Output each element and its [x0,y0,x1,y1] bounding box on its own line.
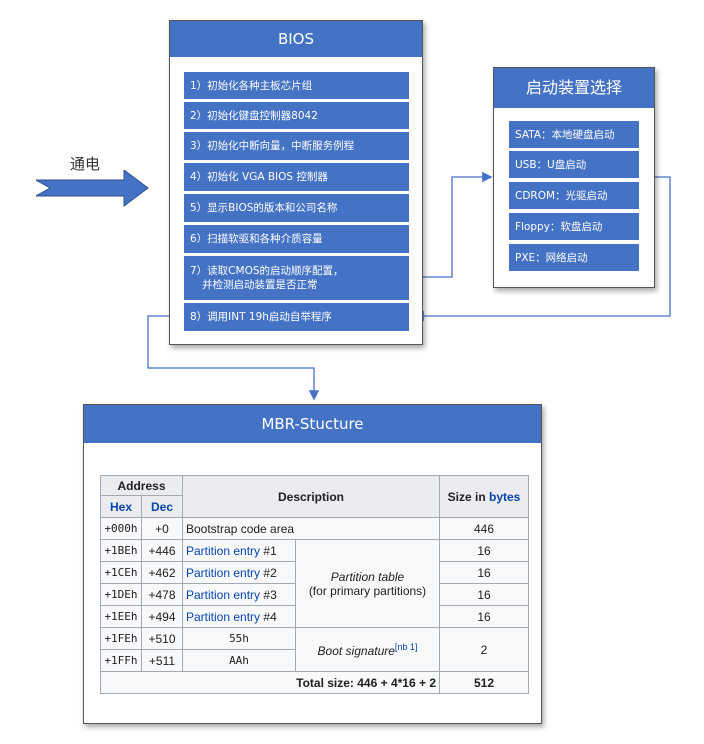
boot-option-pxe: PXE：网络启动 [508,243,640,272]
bios-step-1: 1）初始化各种主板芯片组 [183,71,410,100]
description-header: Description [182,475,440,518]
table-row: +1EEh +494 Partition entry #4 16 [100,605,529,628]
boot-option-floppy: Floppy：软盘启动 [508,212,640,241]
boot-option-cdrom: CDROM：光驱启动 [508,181,640,210]
bios-step-2: 2）初始化键盘控制器8042 [183,101,410,130]
size-header: Size in bytes [439,475,529,518]
mbr-table: Address Description Size in bytes Hex De… [100,475,529,694]
bytes-link[interactable]: bytes [488,489,521,504]
power-label: 通电 [70,155,101,173]
power-arrow-icon [36,170,149,207]
total-row: Total size: 446 + 4*16 + 2 512 [100,671,529,694]
table-row: +1CEh +462 Partition entry #2 16 [100,561,529,584]
address-header: Address [100,475,183,496]
bios-step-6: 6）扫描软驱和各种介质容量 [183,224,410,254]
partition-entry-link[interactable]: Partition entry [186,587,261,602]
bios-step-8: 8）调用INT 19h启动自举程序 [183,302,410,332]
partition-entry-link[interactable]: Partition entry [186,565,261,580]
boot-option-usb: USB：U盘启动 [508,150,640,179]
table-row: +1FEh +510 55h Boot signature[nb 1] 2 [100,627,529,672]
boot-device-title: 启动装置选择 [494,68,654,108]
mbr-panel: MBR-Stucture Address Description Size in… [83,404,542,724]
bios-step-4: 4）初始化 VGA BIOS 控制器 [183,162,410,192]
table-row: +1DEh +478 Partition entry #3 16 [100,583,529,606]
bios-step-3: 3）初始化中断向量，中断服务例程 [183,131,410,161]
dec-header: Dec [141,495,183,518]
boot-device-panel: 启动装置选择 SATA：本地硬盘启动 USB：U盘启动 CDROM：光驱启动 F… [493,67,655,288]
partition-entry-link[interactable]: Partition entry [186,609,261,624]
table-row: +1BEh +446 Partition entry #1 Partition … [100,539,529,628]
partition-entry-link[interactable]: Partition entry [186,543,261,558]
partition-table-cell: Partition table(for primary partitions) [295,539,440,628]
mbr-title: MBR-Stucture [84,405,541,443]
bios-step-5: 5）显示BIOS的版本和公司名称 [183,193,410,223]
boot-option-sata: SATA：本地硬盘启动 [508,120,640,149]
table-row: +000h +0 Bootstrap code area 446 [100,517,529,540]
nb-footnote-link[interactable]: [nb 1] [394,641,418,652]
boot-signature-cell: Boot signature[nb 1] [295,627,440,672]
bios-panel: BIOS 1）初始化各种主板芯片组 2）初始化键盘控制器8042 3）初始化中断… [169,20,423,345]
bios-step-7: 7）读取CMOS的启动顺序配置， 并检测启动装置是否正常 [183,255,410,301]
bios-title: BIOS [170,21,422,57]
hex-header: Hex [100,495,142,518]
